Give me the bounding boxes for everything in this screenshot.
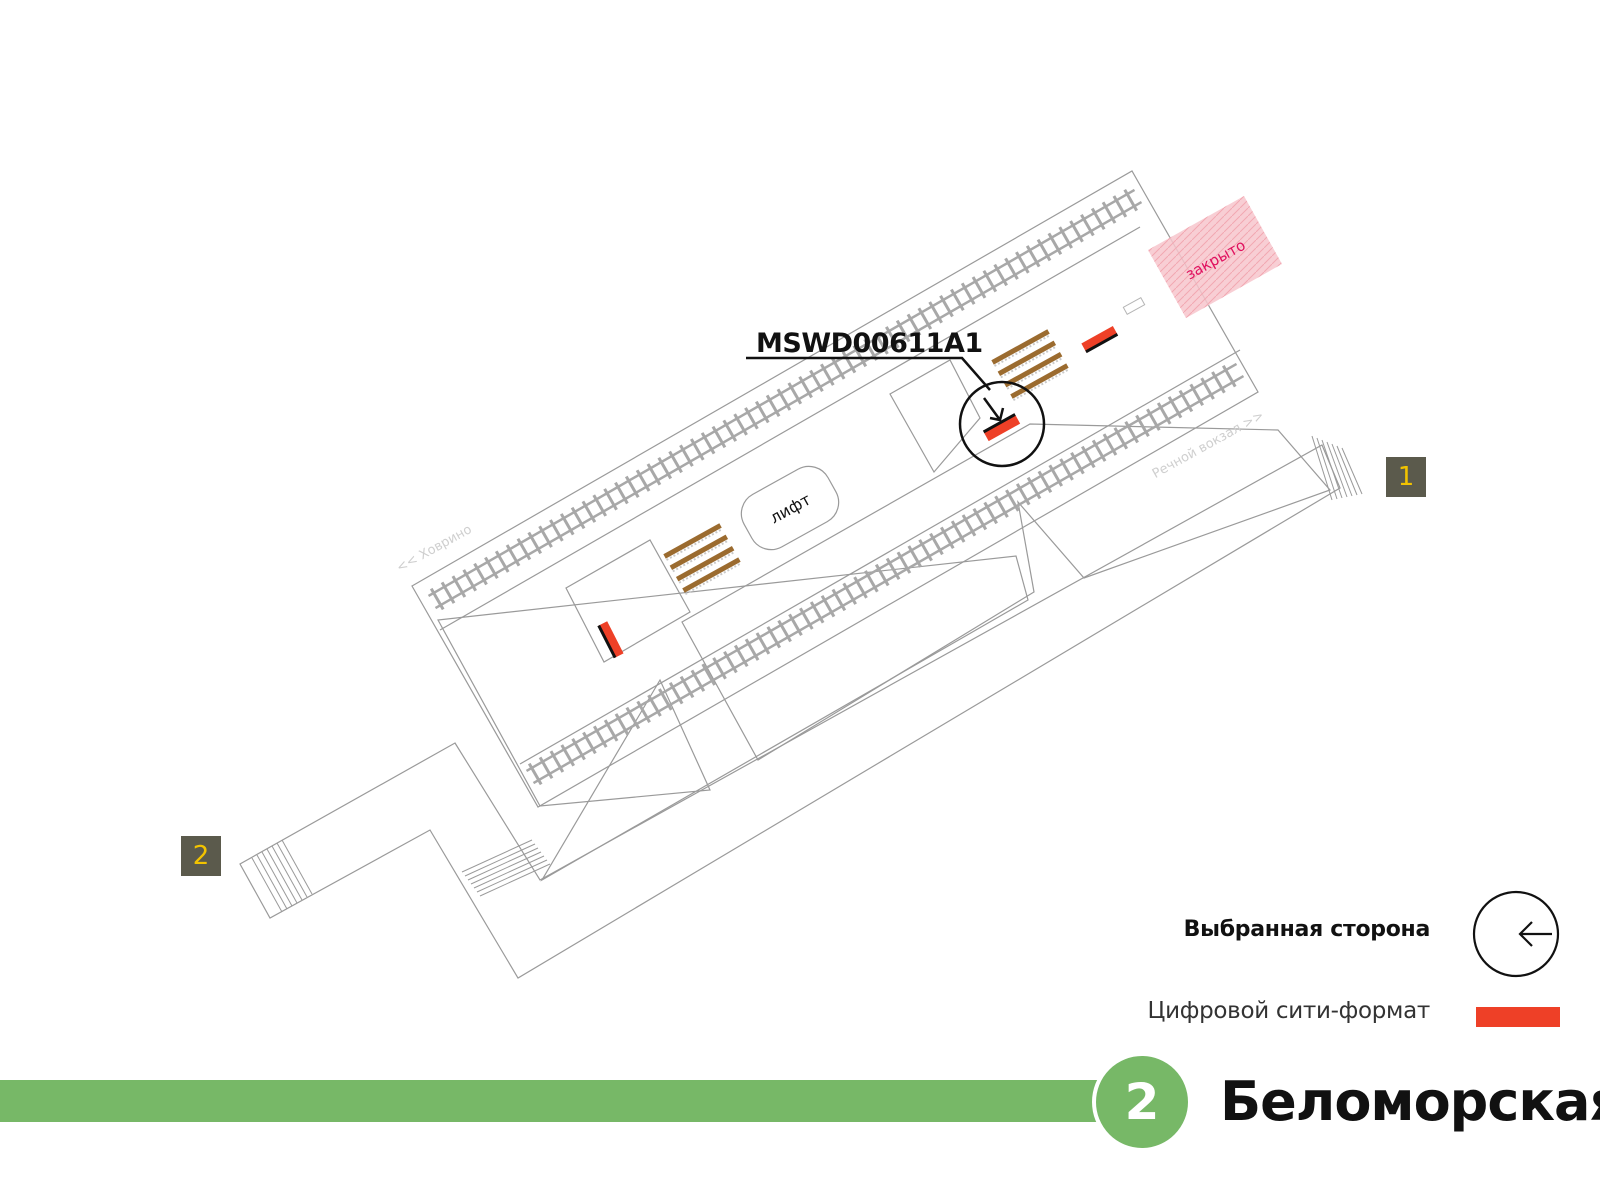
arrow-down-right-icon	[982, 397, 1005, 422]
exit-number: 2	[192, 841, 210, 871]
stairs	[663, 329, 1070, 595]
tracks	[427, 188, 1245, 786]
metro-line-bar	[0, 1080, 1100, 1122]
ad-panel-selected	[982, 413, 1021, 442]
callout: MSWD00611A1	[746, 328, 991, 391]
line-number-badge: 2	[1092, 1052, 1192, 1152]
exit-badge-2: 2	[181, 836, 221, 876]
callout-id: MSWD00611A1	[756, 328, 983, 359]
exit-number: 1	[1397, 462, 1415, 492]
line-number: 2	[1124, 1073, 1160, 1131]
arrow-left-icon	[1518, 921, 1552, 947]
ad-panel-left	[597, 621, 624, 659]
entrance-steps	[251, 435, 1363, 913]
legend-format-swatch	[1476, 1007, 1560, 1027]
legend-digital-format: Цифровой сити-формат	[1147, 998, 1431, 1024]
ad-panel-upper	[1081, 326, 1119, 354]
small-panel-outline	[1122, 296, 1146, 316]
exit-badge-1: 1	[1386, 457, 1426, 497]
selected-side-marker	[958, 380, 1046, 468]
elevator: лифт	[740, 465, 840, 551]
closed-zone: закрыто	[1148, 196, 1282, 318]
legend-selected-side: Выбранная сторона	[1183, 917, 1431, 942]
station-name: Беломорская	[1220, 1070, 1600, 1133]
direction-left-label: << Ховрино	[394, 522, 474, 576]
station-outline	[239, 170, 1341, 979]
legend-selected-icon	[1472, 890, 1560, 978]
